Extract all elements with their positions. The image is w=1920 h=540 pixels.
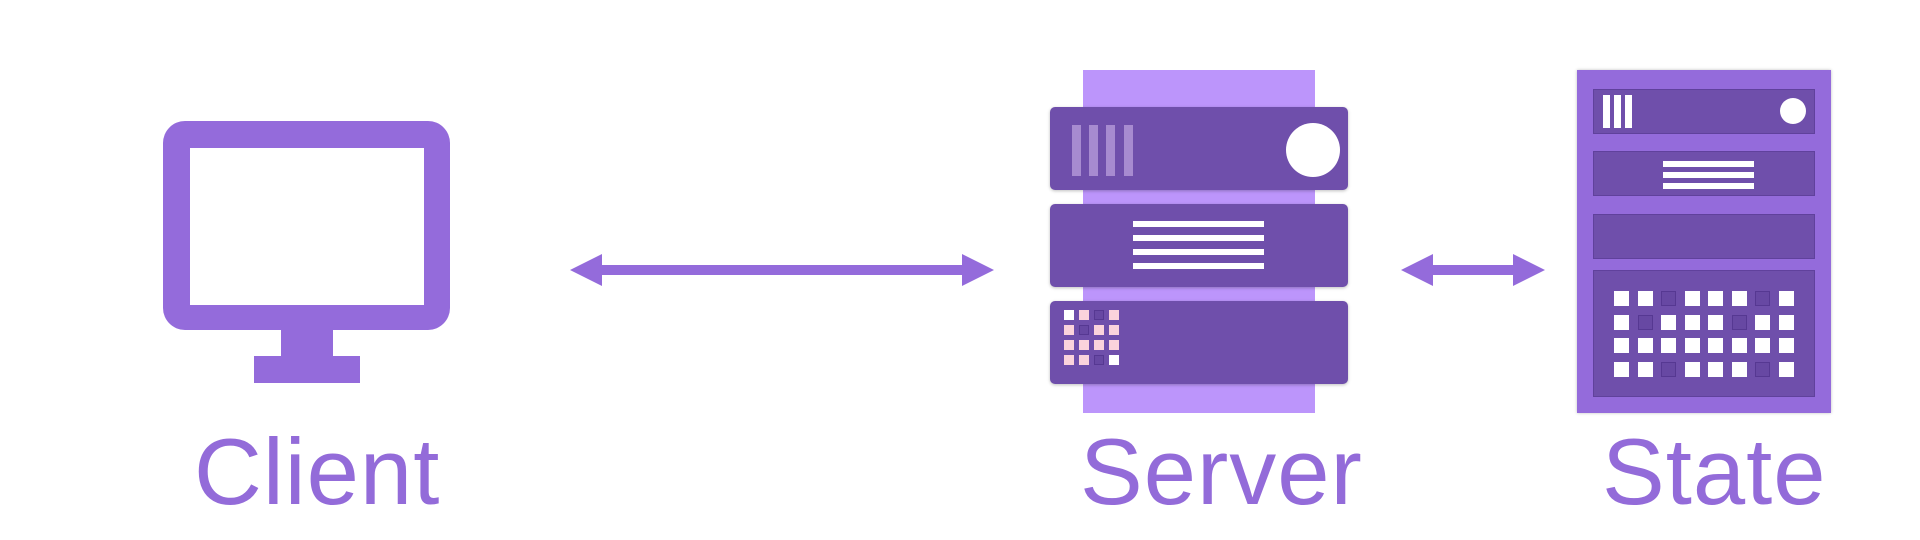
indicator-square xyxy=(1755,338,1770,353)
vent-line xyxy=(1133,221,1264,227)
indicator-square xyxy=(1079,325,1089,335)
server-unit-2 xyxy=(1050,204,1348,287)
indicator-square xyxy=(1094,355,1104,365)
indicator-square xyxy=(1731,338,1747,353)
indicator-square xyxy=(1661,291,1676,306)
indicator-square xyxy=(1731,291,1747,306)
state-indicator-grid xyxy=(1614,291,1799,377)
indicator-square xyxy=(1064,325,1074,335)
indicator-square xyxy=(1109,325,1119,335)
indicator-square xyxy=(1755,361,1770,377)
indicator-square xyxy=(1079,340,1089,350)
arrow-shaft xyxy=(1431,265,1515,275)
monitor-neck xyxy=(281,328,333,358)
indicator-square xyxy=(1708,314,1723,330)
vent-line xyxy=(1133,235,1264,241)
drive-bar xyxy=(1106,125,1115,176)
indicator-square xyxy=(1614,314,1629,330)
indicator-square xyxy=(1637,361,1653,377)
state-label: State xyxy=(1602,419,1827,524)
indicator-square xyxy=(1755,291,1770,306)
drive-bar xyxy=(1089,125,1098,176)
indicator-square xyxy=(1661,361,1676,377)
indicator-square xyxy=(1637,314,1653,330)
indicator-square xyxy=(1708,361,1723,377)
indicator-square xyxy=(1079,355,1089,365)
indicator-square xyxy=(1637,338,1653,353)
power-led-icon xyxy=(1780,98,1806,124)
drive-bar xyxy=(1614,95,1621,128)
indicator-square xyxy=(1614,291,1629,306)
drive-bar xyxy=(1603,95,1610,128)
server-label: Server xyxy=(1080,419,1363,524)
indicator-square xyxy=(1755,314,1770,330)
indicator-square xyxy=(1614,361,1629,377)
indicator-square xyxy=(1094,340,1104,350)
storage-cabinet-icon xyxy=(1577,70,1831,413)
indicator-square xyxy=(1708,338,1723,353)
vent-line xyxy=(1663,161,1754,167)
state-row-2 xyxy=(1593,151,1815,196)
indicator-square xyxy=(1109,340,1119,350)
indicator-square xyxy=(1079,310,1089,320)
vent-line xyxy=(1133,263,1264,269)
arrow-right-head-icon xyxy=(962,254,994,286)
arrow-left-head-icon xyxy=(570,254,602,286)
indicator-square xyxy=(1064,340,1074,350)
indicator-square xyxy=(1684,338,1700,353)
indicator-square xyxy=(1684,361,1700,377)
indicator-square xyxy=(1684,314,1700,330)
arrow-right-head-icon xyxy=(1513,254,1545,286)
indicator-square xyxy=(1094,325,1104,335)
indicator-square xyxy=(1778,314,1794,330)
vent-line xyxy=(1663,183,1754,189)
indicator-square xyxy=(1094,310,1104,320)
indicator-square xyxy=(1778,338,1794,353)
state-row-4 xyxy=(1593,270,1815,397)
drive-bar xyxy=(1625,95,1632,128)
vent-line xyxy=(1133,249,1264,255)
indicator-square xyxy=(1684,291,1700,306)
indicator-square xyxy=(1708,291,1723,306)
indicator-square xyxy=(1064,355,1074,365)
server-unit-1 xyxy=(1050,107,1348,190)
indicator-square xyxy=(1778,361,1794,377)
monitor-screen xyxy=(190,148,424,305)
indicator-square xyxy=(1661,314,1676,330)
indicator-square xyxy=(1109,355,1119,365)
drive-bar xyxy=(1072,125,1081,176)
arrow-shaft xyxy=(600,265,964,275)
arrow-left-head-icon xyxy=(1401,254,1433,286)
vent-line xyxy=(1663,172,1754,178)
server-unit-3 xyxy=(1050,301,1348,384)
power-led-icon xyxy=(1286,123,1340,177)
indicator-square xyxy=(1731,314,1747,330)
state-row-1 xyxy=(1593,89,1815,134)
indicator-square xyxy=(1614,338,1629,353)
indicator-square xyxy=(1637,291,1653,306)
state-row-3 xyxy=(1593,214,1815,259)
drive-bar xyxy=(1124,125,1133,176)
indicator-square xyxy=(1778,291,1794,306)
client-label: Client xyxy=(194,419,441,524)
indicator-square xyxy=(1109,310,1119,320)
monitor-base xyxy=(254,356,360,383)
indicator-square xyxy=(1731,361,1747,377)
server-indicator-grid xyxy=(1064,310,1124,370)
indicator-square xyxy=(1064,310,1074,320)
indicator-square xyxy=(1661,338,1676,353)
